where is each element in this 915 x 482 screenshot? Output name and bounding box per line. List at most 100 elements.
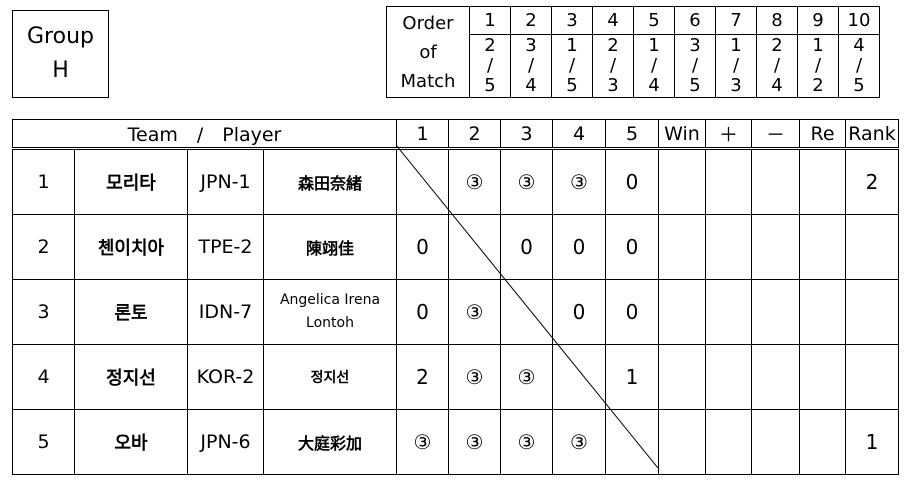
minus-cell	[751, 344, 800, 410]
match-pairing: 1/3	[715, 34, 757, 98]
result-cell: 2	[396, 344, 449, 410]
rank-cell	[845, 344, 899, 410]
table-row: 1 모리타 JPN-1 森田奈緒 ③ ③ ③ 0 2	[12, 148, 899, 215]
match-pairing: 4/5	[838, 34, 880, 98]
win-cell	[658, 279, 706, 345]
result-cell	[500, 279, 553, 345]
result-cell: 0	[396, 279, 449, 345]
re-cell	[799, 409, 846, 475]
group-title: Group	[27, 24, 94, 49]
result-cell	[552, 344, 606, 410]
team-name: 론토	[74, 279, 188, 345]
match-number: 8	[756, 6, 798, 35]
result-cell	[605, 409, 659, 475]
result-cell: ③	[448, 344, 501, 410]
result-cell: 0	[396, 214, 449, 280]
order-of-match-table: Order of Match 1 2 3 4 5 6 7 8 9 10 2/5 …	[386, 6, 880, 98]
plus-cell	[705, 279, 752, 345]
result-cell	[448, 214, 501, 280]
header-col-2: 2	[448, 119, 501, 150]
team-code: JPN-6	[187, 409, 264, 475]
match-pairing: 3/5	[674, 34, 716, 98]
header-col-3: 3	[500, 119, 553, 150]
rank-cell: 1	[845, 409, 899, 475]
header-minus: －	[751, 119, 800, 150]
result-cell: 0	[500, 214, 553, 280]
group-results-table: Team / Player 1 2 3 4 5 Win ＋ － Re Rank …	[12, 119, 899, 475]
result-cell: ③	[500, 409, 553, 475]
row-number: 1	[12, 148, 75, 215]
table-row: 4 정지선 KOR-2 정지선 2 ③ ③ 1	[12, 344, 899, 410]
minus-cell	[751, 214, 800, 280]
result-cell: 0	[552, 279, 606, 345]
match-number: 9	[797, 6, 839, 35]
team-code: IDN-7	[187, 279, 264, 345]
result-cell: 1	[605, 344, 659, 410]
rank-cell	[845, 279, 899, 345]
header-col-4: 4	[552, 119, 606, 150]
match-pairing: 2/4	[756, 34, 798, 98]
team-name: 첸이치아	[74, 214, 188, 280]
match-number: 7	[715, 6, 757, 35]
plus-cell	[705, 409, 752, 475]
match-pairing: 1/5	[551, 34, 593, 98]
group-label-box: Group H	[12, 10, 109, 98]
match-pairing: 2/5	[469, 34, 511, 98]
match-number: 10	[838, 6, 880, 35]
player-name: Angelica Irena Lontoh	[263, 279, 397, 345]
header-col-1: 1	[396, 119, 449, 150]
header-col-5: 5	[605, 119, 659, 150]
match-number: 5	[633, 6, 675, 35]
result-cell: ③	[448, 148, 501, 215]
team-code: JPN-1	[187, 148, 264, 215]
header-re: Re	[799, 119, 846, 150]
team-name: 모리타	[74, 148, 188, 215]
win-cell	[658, 214, 706, 280]
result-cell: ③	[448, 279, 501, 345]
row-number: 5	[12, 409, 75, 475]
match-pairing: 1/4	[633, 34, 675, 98]
result-cell: ③	[448, 409, 501, 475]
team-code: KOR-2	[187, 344, 264, 410]
rank-cell	[845, 214, 899, 280]
match-number: 3	[551, 6, 593, 35]
player-name: 陳翊佳	[263, 214, 397, 280]
header-win: Win	[658, 119, 706, 150]
player-name: 大庭彩加	[263, 409, 397, 475]
result-cell: 0	[552, 214, 606, 280]
result-cell: ③	[500, 148, 553, 215]
row-number: 4	[12, 344, 75, 410]
match-pairing: 3/4	[510, 34, 552, 98]
win-cell	[658, 409, 706, 475]
plus-cell	[705, 148, 752, 215]
match-number: 6	[674, 6, 716, 35]
row-number: 2	[12, 214, 75, 280]
match-number: 4	[592, 6, 634, 35]
result-cell: 0	[605, 214, 659, 280]
rank-cell: 2	[845, 148, 899, 215]
team-name: 정지선	[74, 344, 188, 410]
re-cell	[799, 148, 846, 215]
result-cell: 0	[605, 148, 659, 215]
minus-cell	[751, 409, 800, 475]
match-number: 1	[469, 6, 511, 35]
header-plus: ＋	[705, 119, 752, 150]
re-cell	[799, 279, 846, 345]
minus-cell	[751, 148, 800, 215]
re-cell	[799, 214, 846, 280]
result-cell: 0	[605, 279, 659, 345]
result-cell: ③	[396, 409, 449, 475]
win-cell	[658, 344, 706, 410]
header-rank: Rank	[845, 119, 899, 150]
table-row: 5 오바 JPN-6 大庭彩加 ③ ③ ③ ③ 1	[12, 409, 899, 475]
re-cell	[799, 344, 846, 410]
result-cell: ③	[552, 148, 606, 215]
plus-cell	[705, 344, 752, 410]
minus-cell	[751, 279, 800, 345]
plus-cell	[705, 214, 752, 280]
team-code: TPE-2	[187, 214, 264, 280]
order-of-match-label: Order of Match	[386, 6, 470, 98]
win-cell	[658, 148, 706, 215]
table-header-row: Team / Player 1 2 3 4 5 Win ＋ － Re Rank	[12, 119, 899, 150]
team-name: 오바	[74, 409, 188, 475]
